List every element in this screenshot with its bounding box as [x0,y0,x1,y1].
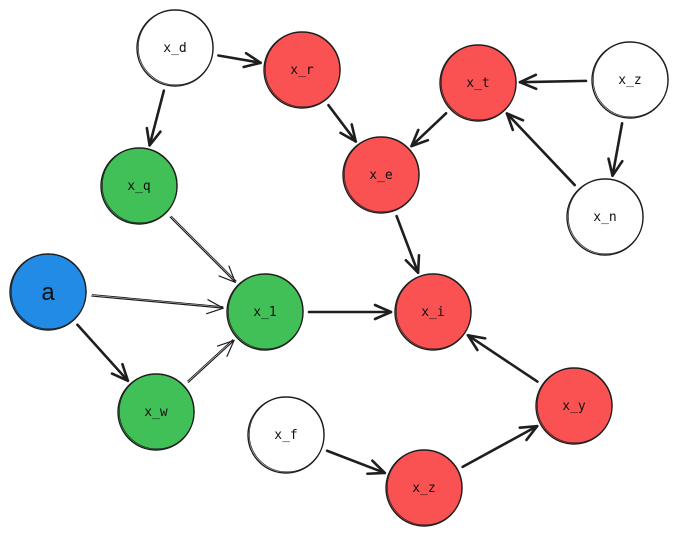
arrowhead-icon [145,126,162,147]
arrowhead-icon [404,253,421,275]
arrowhead-icon [110,362,130,383]
node-label: x_y [562,399,586,414]
edge-x1-xi [307,303,393,321]
edge-xd-xq [145,89,166,147]
node-xw[interactable]: x_w [117,373,195,451]
node-x1[interactable]: x_1 [226,273,304,351]
edge-xw-x1 [187,338,235,383]
arrowhead-icon [242,51,262,69]
edge-xy-xi [466,333,539,383]
node-xq[interactable]: x_q [100,147,178,225]
node-label: x_i [421,305,444,320]
edge-a-xw [76,323,130,383]
arrowhead-icon [218,265,236,283]
node-xd[interactable]: x_d [136,9,214,87]
edge-xr-xe [327,103,358,143]
node-label: x_r [290,63,314,78]
edge-xf-xz2 [325,449,387,476]
edge-xz1-xn [607,121,624,177]
node-xf[interactable]: x_f [247,396,325,474]
node-label: x_e [369,168,393,183]
edge-xz1-xt [518,73,588,91]
arrowhead-icon [607,157,624,177]
node-label: x_w [144,405,168,420]
arrowhead-icon [518,73,538,91]
node-xt[interactable]: x_t [439,44,517,122]
node-label: x_z [412,481,435,496]
node-label: x_d [163,41,186,56]
arrowhead-icon [505,112,525,132]
node-xr[interactable]: x_r [263,31,341,109]
edge-xt-xe [410,111,448,148]
arrowhead-icon [206,299,224,315]
node-label: x_z [618,73,641,88]
node-label: x_n [593,210,616,225]
node-xn[interactable]: x_n [566,178,644,256]
node-label: x_q [127,179,150,194]
node-label: x_1 [253,305,276,320]
node-xe[interactable]: x_e [342,136,420,214]
node-xy[interactable]: x_y [535,367,613,445]
arrowhead-icon [339,123,358,143]
edge-xq-x1 [169,215,237,283]
edge-a-x1 [91,294,224,315]
arrowhead-icon [366,459,387,476]
edge-xz2-xy [461,424,539,469]
node-label: a [41,279,55,306]
arrowhead-icon [466,333,487,352]
arrowhead-icon [373,303,393,321]
node-xi[interactable]: x_i [394,273,472,351]
node-a[interactable]: a [9,253,87,331]
edge-xn-xt [505,112,577,187]
node-xz1[interactable]: x_z [591,41,669,119]
arrowhead-icon [410,128,430,148]
node-xz2[interactable]: x_z [385,449,463,527]
node-label: x_t [466,76,489,91]
edge-xe-xi [395,214,421,275]
arrowhead-icon [216,339,235,357]
edge-xd-xr [217,51,262,69]
arrowhead-icon [518,424,539,442]
node-label: x_f [274,428,297,443]
